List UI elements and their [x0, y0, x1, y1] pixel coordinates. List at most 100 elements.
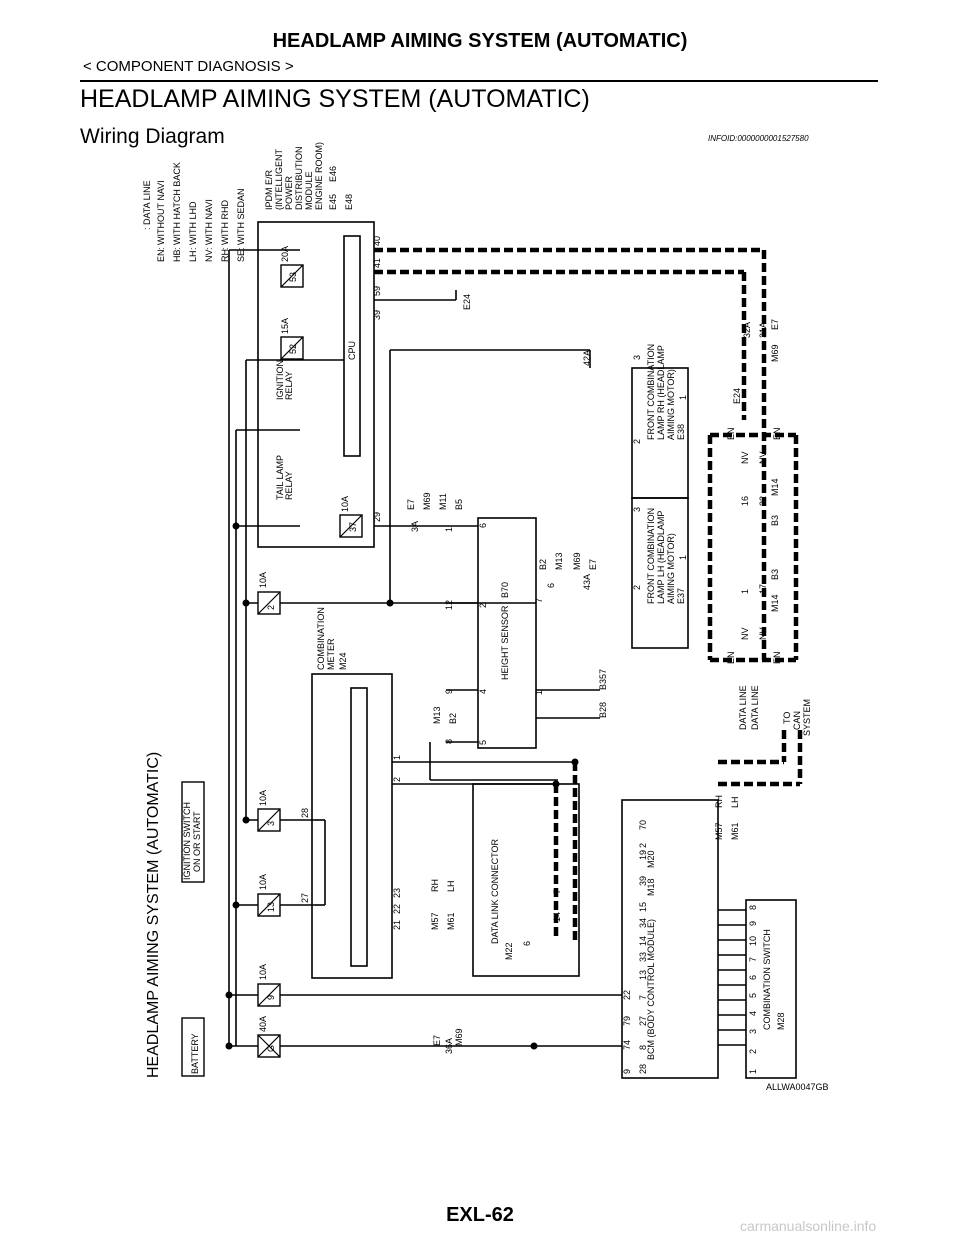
diagram-label: 2	[392, 777, 402, 782]
diagram-label: B3	[770, 569, 780, 580]
diagram-label: 52	[288, 344, 298, 354]
diagram-label: 6	[748, 975, 758, 980]
diagram-label: B357	[598, 669, 608, 690]
diagram-label: 79	[622, 1016, 632, 1026]
diagram-label: 15	[638, 902, 648, 912]
legend-entry: : DATA LINE	[142, 180, 152, 230]
header-rule	[80, 80, 878, 82]
diagram-label: 23	[392, 888, 402, 898]
ign-switch-label: IGNITION SWITCH	[182, 802, 192, 880]
diagram-label: 13	[266, 902, 276, 912]
breadcrumb: < COMPONENT DIAGNOSIS >	[83, 58, 294, 75]
diagram-label: 7	[638, 995, 648, 1000]
diagram-label: 7	[748, 957, 758, 962]
tail-relay-label: RELAY	[284, 471, 294, 500]
height-sensor-label: HEIGHT SENSOR	[500, 605, 510, 680]
ipdm-conn: E48	[344, 194, 354, 210]
legend-code: LH	[188, 250, 198, 262]
diagram-label: 9	[748, 921, 758, 926]
diagram-label: 10A	[258, 964, 268, 980]
diagram-label: B2	[448, 713, 458, 724]
diagram-label: M69	[770, 344, 780, 362]
diagram-label: 6	[522, 941, 532, 946]
diagram-label: M61	[730, 822, 740, 840]
height-sensor-box	[477, 517, 537, 749]
diagram-label: 8	[748, 905, 758, 910]
diagram-label: 4	[748, 1011, 758, 1016]
diagram-label: E7	[432, 1035, 442, 1046]
ipdm-label: DISTRIBUTION	[294, 146, 304, 210]
diagram-label: LH	[446, 880, 456, 892]
ipdm-label: ENGINE ROOM)	[314, 142, 324, 210]
legend-entry: : WITH RHD	[220, 200, 230, 250]
diagram-label: B28	[598, 702, 608, 718]
ipdm-label: MODULE	[304, 171, 314, 210]
diagram-label: E24	[732, 388, 742, 404]
diagram-label: 14	[638, 936, 648, 946]
diagram-label: E7	[588, 559, 598, 570]
diagram-label: 9	[444, 689, 454, 694]
diagram-label: M14	[770, 478, 780, 496]
diagram-label: 3A	[410, 521, 420, 532]
data-line-label: DATA LINE	[750, 685, 760, 730]
diagram-label: 10A	[258, 874, 268, 890]
diagram-label: 40	[372, 236, 382, 246]
diagram-label: M11	[438, 493, 448, 510]
page-number: EXL-62	[446, 1204, 514, 1226]
can-label: TO	[782, 712, 792, 724]
ipdm-conn: E46	[328, 166, 338, 182]
cpu-label: CPU	[347, 341, 357, 360]
diagram-label: B3	[770, 515, 780, 526]
diagram-label: 6	[546, 583, 556, 588]
diagram-label: 4	[478, 689, 488, 694]
diagram-label: M57	[714, 822, 724, 840]
diagram-label: 37	[348, 522, 358, 532]
ign-relay-label: IGNITION	[275, 360, 285, 400]
ign-switch-label: ON OR START	[192, 811, 202, 872]
diagram-label: M69	[572, 552, 582, 570]
diagram-label: 2	[632, 439, 642, 444]
meter-box	[311, 673, 393, 979]
bcm-box	[621, 799, 719, 1079]
diagram-label: 2	[638, 843, 648, 848]
diagram-label: 31A	[758, 322, 768, 338]
diagram-label: 19	[638, 850, 648, 860]
diagram-label: B5	[454, 499, 464, 510]
ipdm-label: IPDM E/R	[264, 169, 274, 210]
diagram-label: NV	[758, 451, 768, 464]
diagram-label: 27	[638, 1016, 648, 1026]
diagram-label: 32A	[742, 322, 752, 338]
diagram-label: 42A	[582, 350, 592, 366]
diagram-label: EN	[772, 651, 782, 664]
comb-switch-label: COMBINATION SWITCH	[762, 929, 772, 1030]
battery-label: BATTERY	[190, 1033, 200, 1074]
diagram-label: 32	[758, 496, 768, 506]
diagram-label: 1	[392, 755, 402, 760]
diagram-label: E37	[676, 588, 686, 604]
can-label: SYSTEM	[802, 699, 812, 736]
diagram-label: E24	[462, 294, 472, 310]
front-lh-box	[631, 497, 689, 649]
diagram-label: EN	[726, 651, 736, 664]
diagram-label: 34	[638, 918, 648, 928]
diagram-label: M61	[446, 912, 456, 930]
front-rh-label: FRONT COMBINATION	[646, 344, 656, 440]
diagram-label: B2	[538, 559, 548, 570]
diagram-label: G	[266, 1045, 276, 1052]
diagram-label: 27	[300, 893, 310, 903]
diagram-label: 43A	[582, 574, 592, 590]
diagram-label: E38	[676, 424, 686, 440]
dlc-label: DATA LINK CONNECTOR	[490, 838, 500, 944]
diagram-label: 10A	[258, 572, 268, 588]
diagram-label: 36A	[444, 1038, 454, 1054]
diagram-label: 33	[638, 952, 648, 962]
tail-relay-label: TAIL LAMP	[275, 455, 285, 500]
dlc-box	[472, 783, 580, 977]
diagram-label: M22	[504, 942, 514, 960]
diagram-label: M13	[554, 552, 564, 570]
front-rh-label: LAMP RH (HEADLAMP	[656, 345, 666, 440]
watermark: carmanualsonline.info	[740, 1218, 877, 1234]
diagram-label: 1	[748, 1069, 758, 1074]
diagram-label: 10A	[258, 790, 268, 806]
